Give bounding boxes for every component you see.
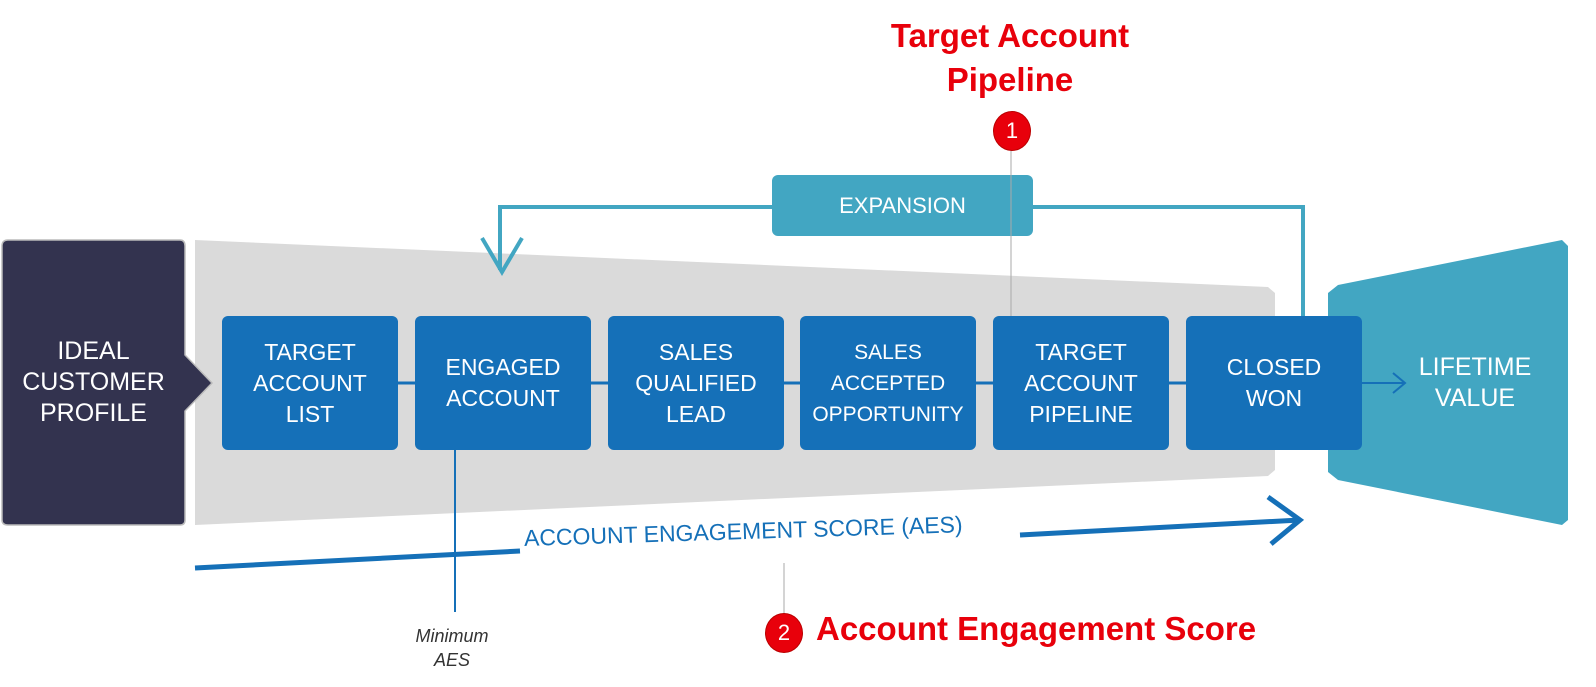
minimum-aes-label: Minimum AES — [415, 626, 489, 670]
icp-shape — [1, 239, 214, 526]
stage-box-shape — [800, 316, 976, 450]
expansion-box-shape — [772, 175, 1033, 236]
lifetime-value-shape — [1328, 240, 1568, 525]
ideal-customer-profile: IDEAL CUSTOMER PROFILE — [22, 337, 165, 427]
aes-arrowhead-icon — [1266, 494, 1305, 546]
stage-box-shape — [222, 316, 398, 450]
stage-engaged-account: ENGAGED ACCOUNT — [445, 354, 561, 411]
lifetime-value-label: LIFETIME VALUE — [1418, 353, 1532, 412]
callout-1-badge: 1 — [993, 111, 1031, 151]
stage-target-account-list: TARGET ACCOUNT LIST — [253, 338, 367, 427]
callout-2-label: Account Engagement Score — [816, 610, 1257, 647]
callout-2-badge: 2 — [765, 613, 803, 653]
stage-box-shape — [415, 316, 591, 450]
stage-closed-won: CLOSED WON — [1226, 354, 1322, 411]
stage-target-account-pipeline: TARGET ACCOUNT PIPELINE — [1024, 338, 1138, 427]
aes-line-left — [194, 548, 521, 571]
stage-sales-accepted-opportunity: SALES ACCEPTED OPPORTUNITY — [812, 340, 964, 426]
lifetime-arrowhead-icon — [1392, 372, 1407, 394]
callout-1-label: Target Account Pipeline — [890, 17, 1130, 98]
aes-line-right — [1019, 517, 1301, 538]
stage-box-shape — [993, 316, 1169, 450]
expansion-label: EXPANSION — [839, 193, 966, 218]
stage-sales-qualified-lead: SALES QUALIFIED LEAD — [635, 338, 757, 427]
expansion-arrowhead-icon — [480, 236, 524, 276]
stage-box-shape — [1186, 316, 1362, 450]
stage-box-shape — [608, 316, 784, 450]
